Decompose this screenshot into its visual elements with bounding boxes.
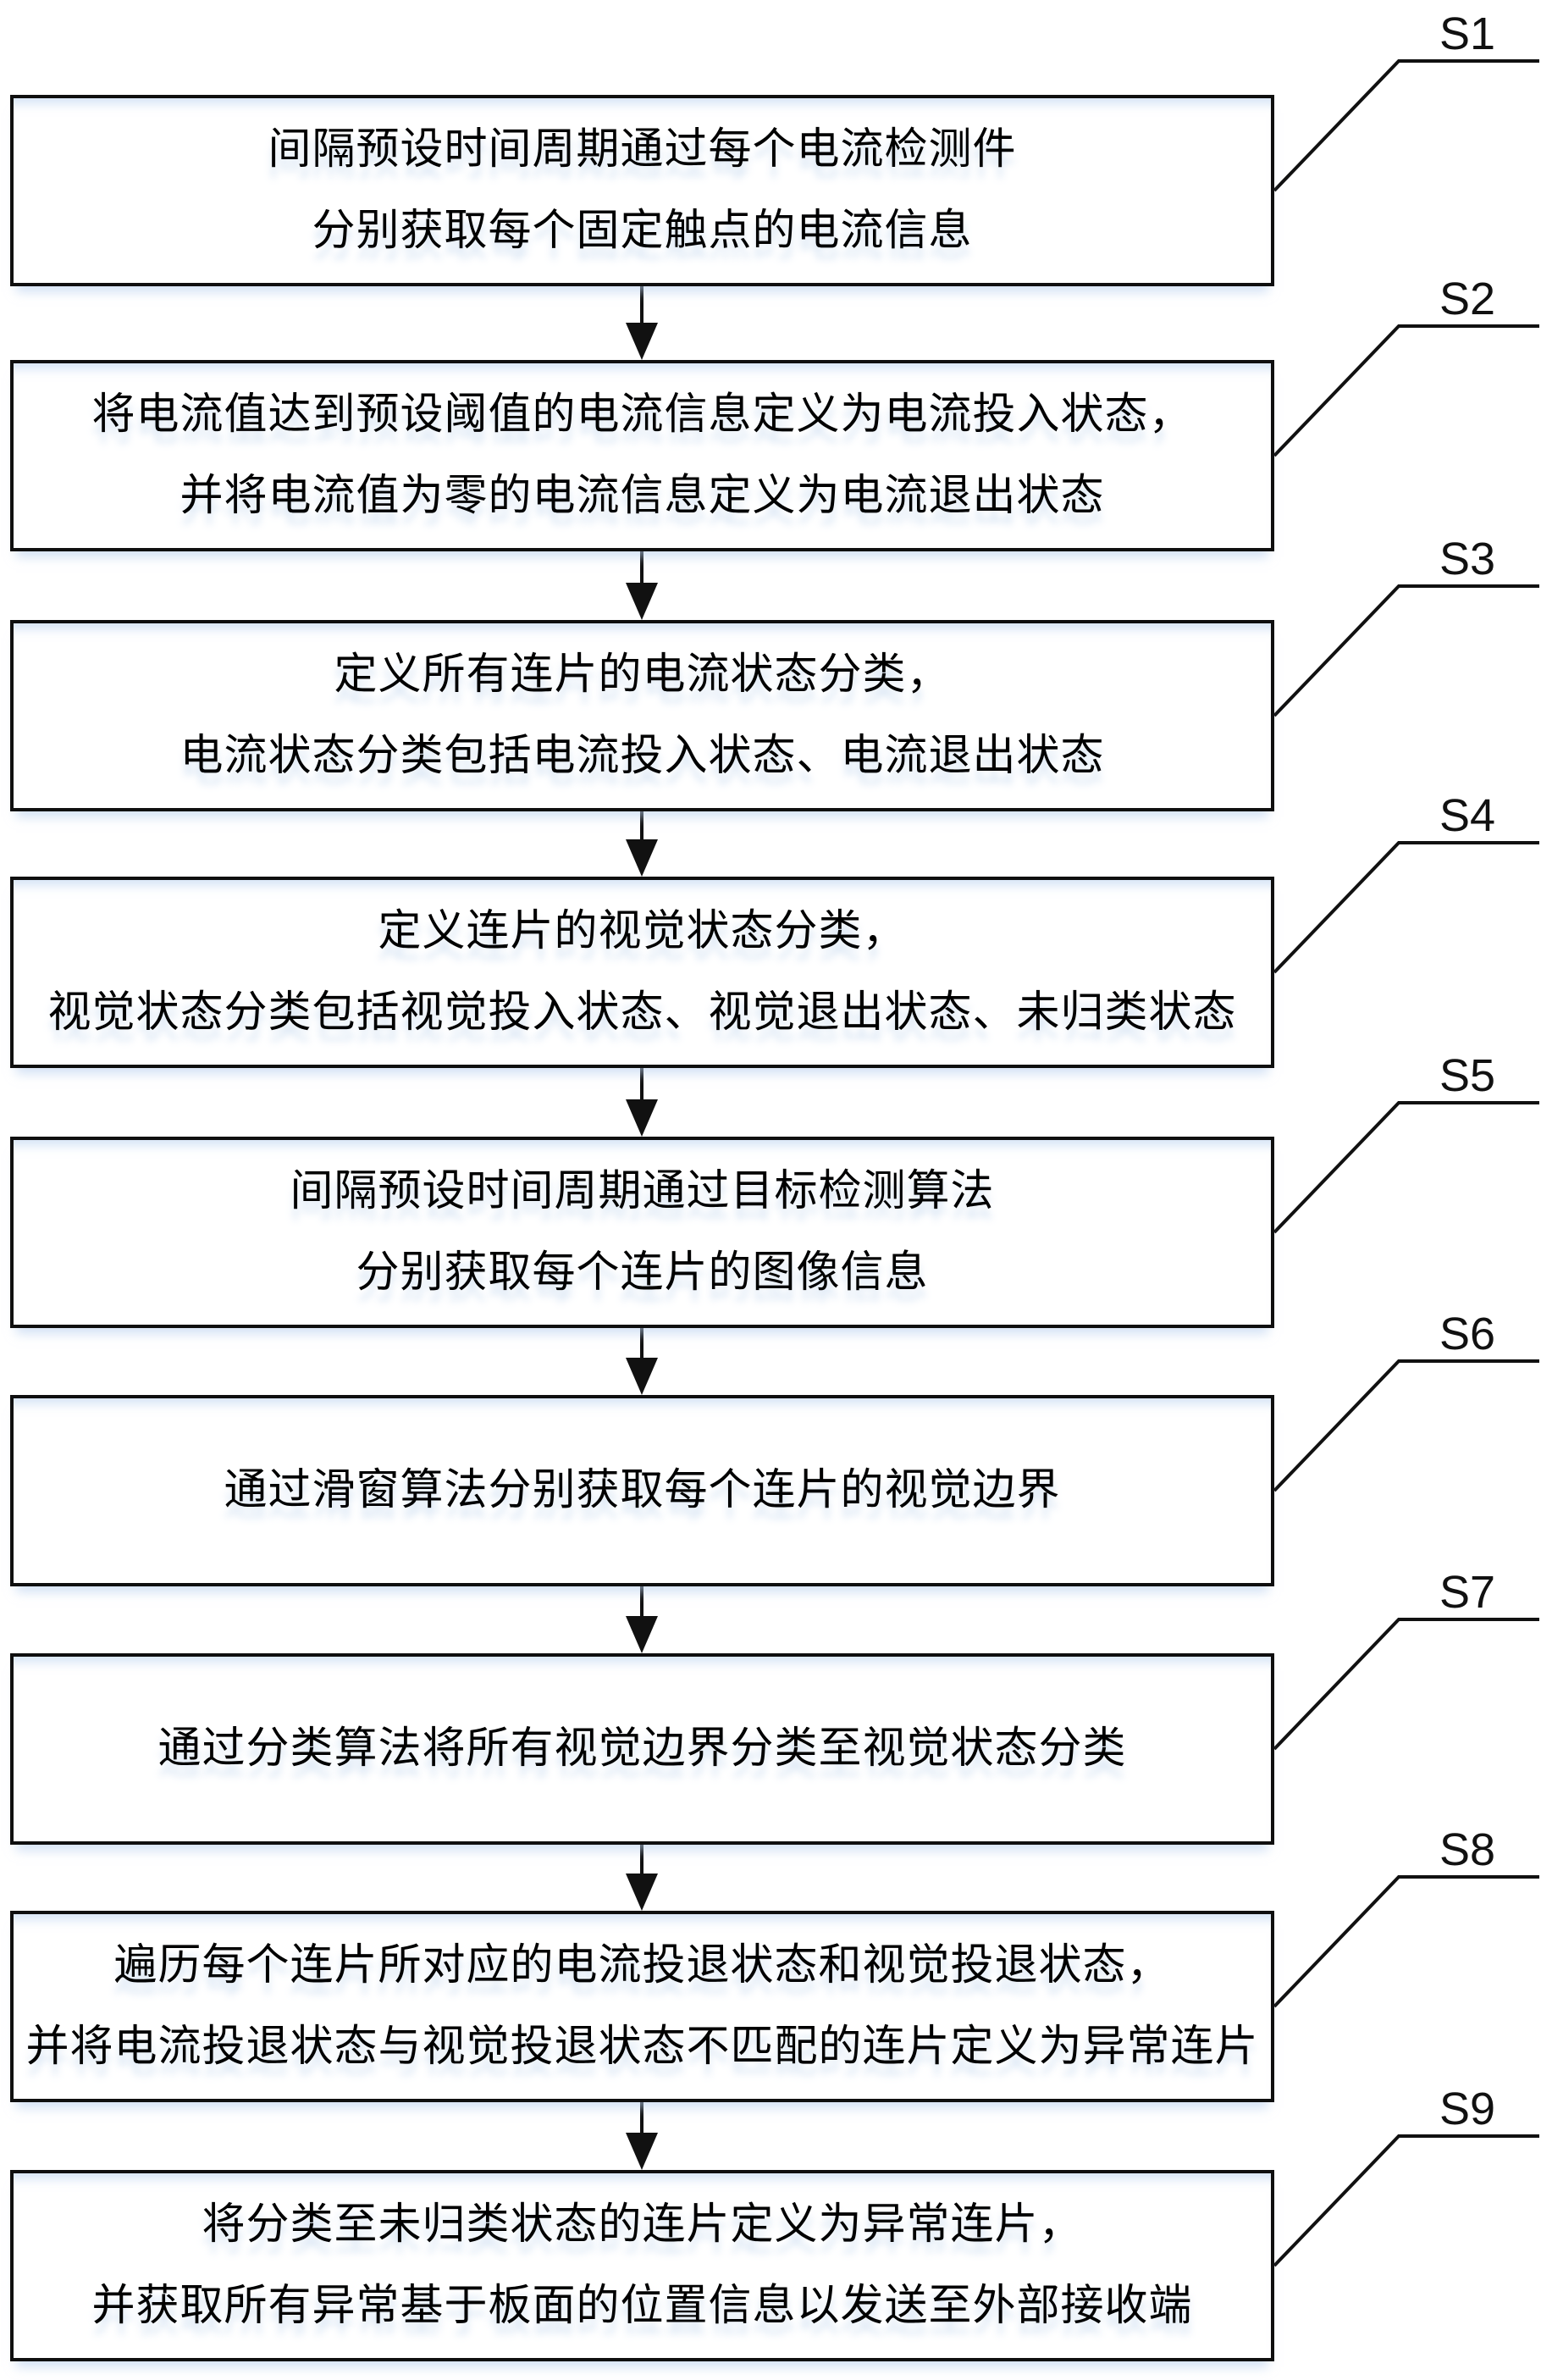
flow-arrow-6-7 — [626, 1586, 658, 1653]
step-label-s8: S8 — [1439, 1824, 1496, 1875]
step-text-line: 视觉状态分类包括视觉投入状态、视觉退出状态、未归类状态 — [47, 989, 1237, 1037]
step-text-line: 分别获取每个固定触点的电流信息 — [312, 208, 973, 255]
step-leader-line-s4 — [1273, 841, 1539, 974]
arrow-down-icon — [626, 323, 658, 360]
flow-arrow-2-3 — [626, 551, 658, 620]
step-box-s9: 将分类至未归类状态的连片定义为异常连片， 并获取所有异常基于板面的位置信息以发送… — [10, 2170, 1274, 2361]
flow-arrow-8-9 — [626, 2102, 658, 2170]
step-box-s6: 通过滑窗算法分别获取每个连片的视觉边界 — [10, 1395, 1274, 1586]
step-leader-line-s1 — [1273, 59, 1539, 192]
step-box-s3: 定义所有连片的电流状态分类， 电流状态分类包括电流投入状态、电流退出状态 — [10, 620, 1274, 811]
step-label-s7: S7 — [1439, 1567, 1496, 1618]
step-text-line: 通过滑窗算法分别获取每个连片的视觉边界 — [224, 1467, 1061, 1514]
step-text-line: 定义连片的视觉状态分类， — [378, 908, 907, 955]
flow-arrow-7-8 — [626, 1845, 658, 1911]
step-leader-line-s3 — [1273, 584, 1539, 717]
arrow-down-icon — [626, 583, 658, 620]
step-leader-line-s7 — [1273, 1618, 1539, 1751]
step-box-s8: 遍历每个连片所对应的电流投退状态和视觉投退状态， 并将电流投退状态与视觉投退状态… — [10, 1911, 1274, 2102]
step-leader-line-s5 — [1273, 1101, 1539, 1234]
flow-arrow-4-5 — [626, 1068, 658, 1137]
step-label-s6: S6 — [1439, 1309, 1496, 1359]
step-text-line: 电流状态分类包括电流投入状态、电流退出状态 — [180, 733, 1105, 780]
flow-arrow-5-6 — [626, 1328, 658, 1395]
step-text-line: 将分类至未归类状态的连片定义为异常连片， — [202, 2201, 1083, 2249]
step-box-s4: 定义连片的视觉状态分类， 视觉状态分类包括视觉投入状态、视觉退出状态、未归类状态 — [10, 877, 1274, 1068]
step-leader-line-s8 — [1273, 1875, 1539, 2008]
step-label-s3: S3 — [1439, 534, 1496, 584]
flow-arrow-3-4 — [626, 811, 658, 877]
step-text-line: 间隔预设时间周期通过每个电流检测件 — [268, 126, 1017, 174]
step-box-s1: 间隔预设时间周期通过每个电流检测件 分别获取每个固定触点的电流信息 — [10, 95, 1274, 286]
step-label-s5: S5 — [1439, 1050, 1496, 1101]
step-leader-line-s9 — [1273, 2134, 1539, 2267]
step-label-s2: S2 — [1439, 274, 1496, 324]
step-label-s9: S9 — [1439, 2084, 1496, 2134]
step-label-s4: S4 — [1439, 790, 1496, 841]
step-text-line: 并将电流值为零的电流信息定义为电流退出状态 — [180, 473, 1105, 520]
step-text-line: 并获取所有异常基于板面的位置信息以发送至外部接收端 — [91, 2283, 1193, 2330]
arrow-down-icon — [626, 1874, 658, 1911]
step-text-line: 并将电流投退状态与视觉投退状态不匹配的连片定义为异常连片 — [25, 2023, 1259, 2071]
step-label-s1: S1 — [1439, 8, 1496, 59]
step-box-s7: 通过分类算法将所有视觉边界分类至视觉状态分类 — [10, 1653, 1274, 1845]
step-box-s2: 将电流值达到预设阈值的电流信息定义为电流投入状态， 并将电流值为零的电流信息定义… — [10, 360, 1274, 551]
step-leader-line-s2 — [1273, 324, 1539, 457]
step-text-line: 将电流值达到预设阈值的电流信息定义为电流投入状态， — [91, 391, 1193, 439]
step-text-line: 定义所有连片的电流状态分类， — [334, 651, 951, 699]
arrow-down-icon — [626, 1616, 658, 1653]
arrow-down-icon — [626, 1099, 658, 1137]
arrow-down-icon — [626, 1358, 658, 1395]
arrow-down-icon — [626, 2133, 658, 2170]
step-text-line: 分别获取每个连片的图像信息 — [356, 1249, 929, 1297]
flow-arrow-1-2 — [626, 286, 658, 360]
step-text-line: 遍历每个连片所对应的电流投退状态和视觉投退状态， — [113, 1942, 1171, 1990]
step-box-s5: 间隔预设时间周期通过目标检测算法 分别获取每个连片的图像信息 — [10, 1137, 1274, 1328]
step-text-line: 间隔预设时间周期通过目标检测算法 — [290, 1168, 995, 1215]
arrow-down-icon — [626, 839, 658, 877]
step-leader-line-s6 — [1273, 1359, 1539, 1492]
step-text-line: 通过分类算法将所有视觉边界分类至视觉状态分类 — [157, 1725, 1127, 1773]
